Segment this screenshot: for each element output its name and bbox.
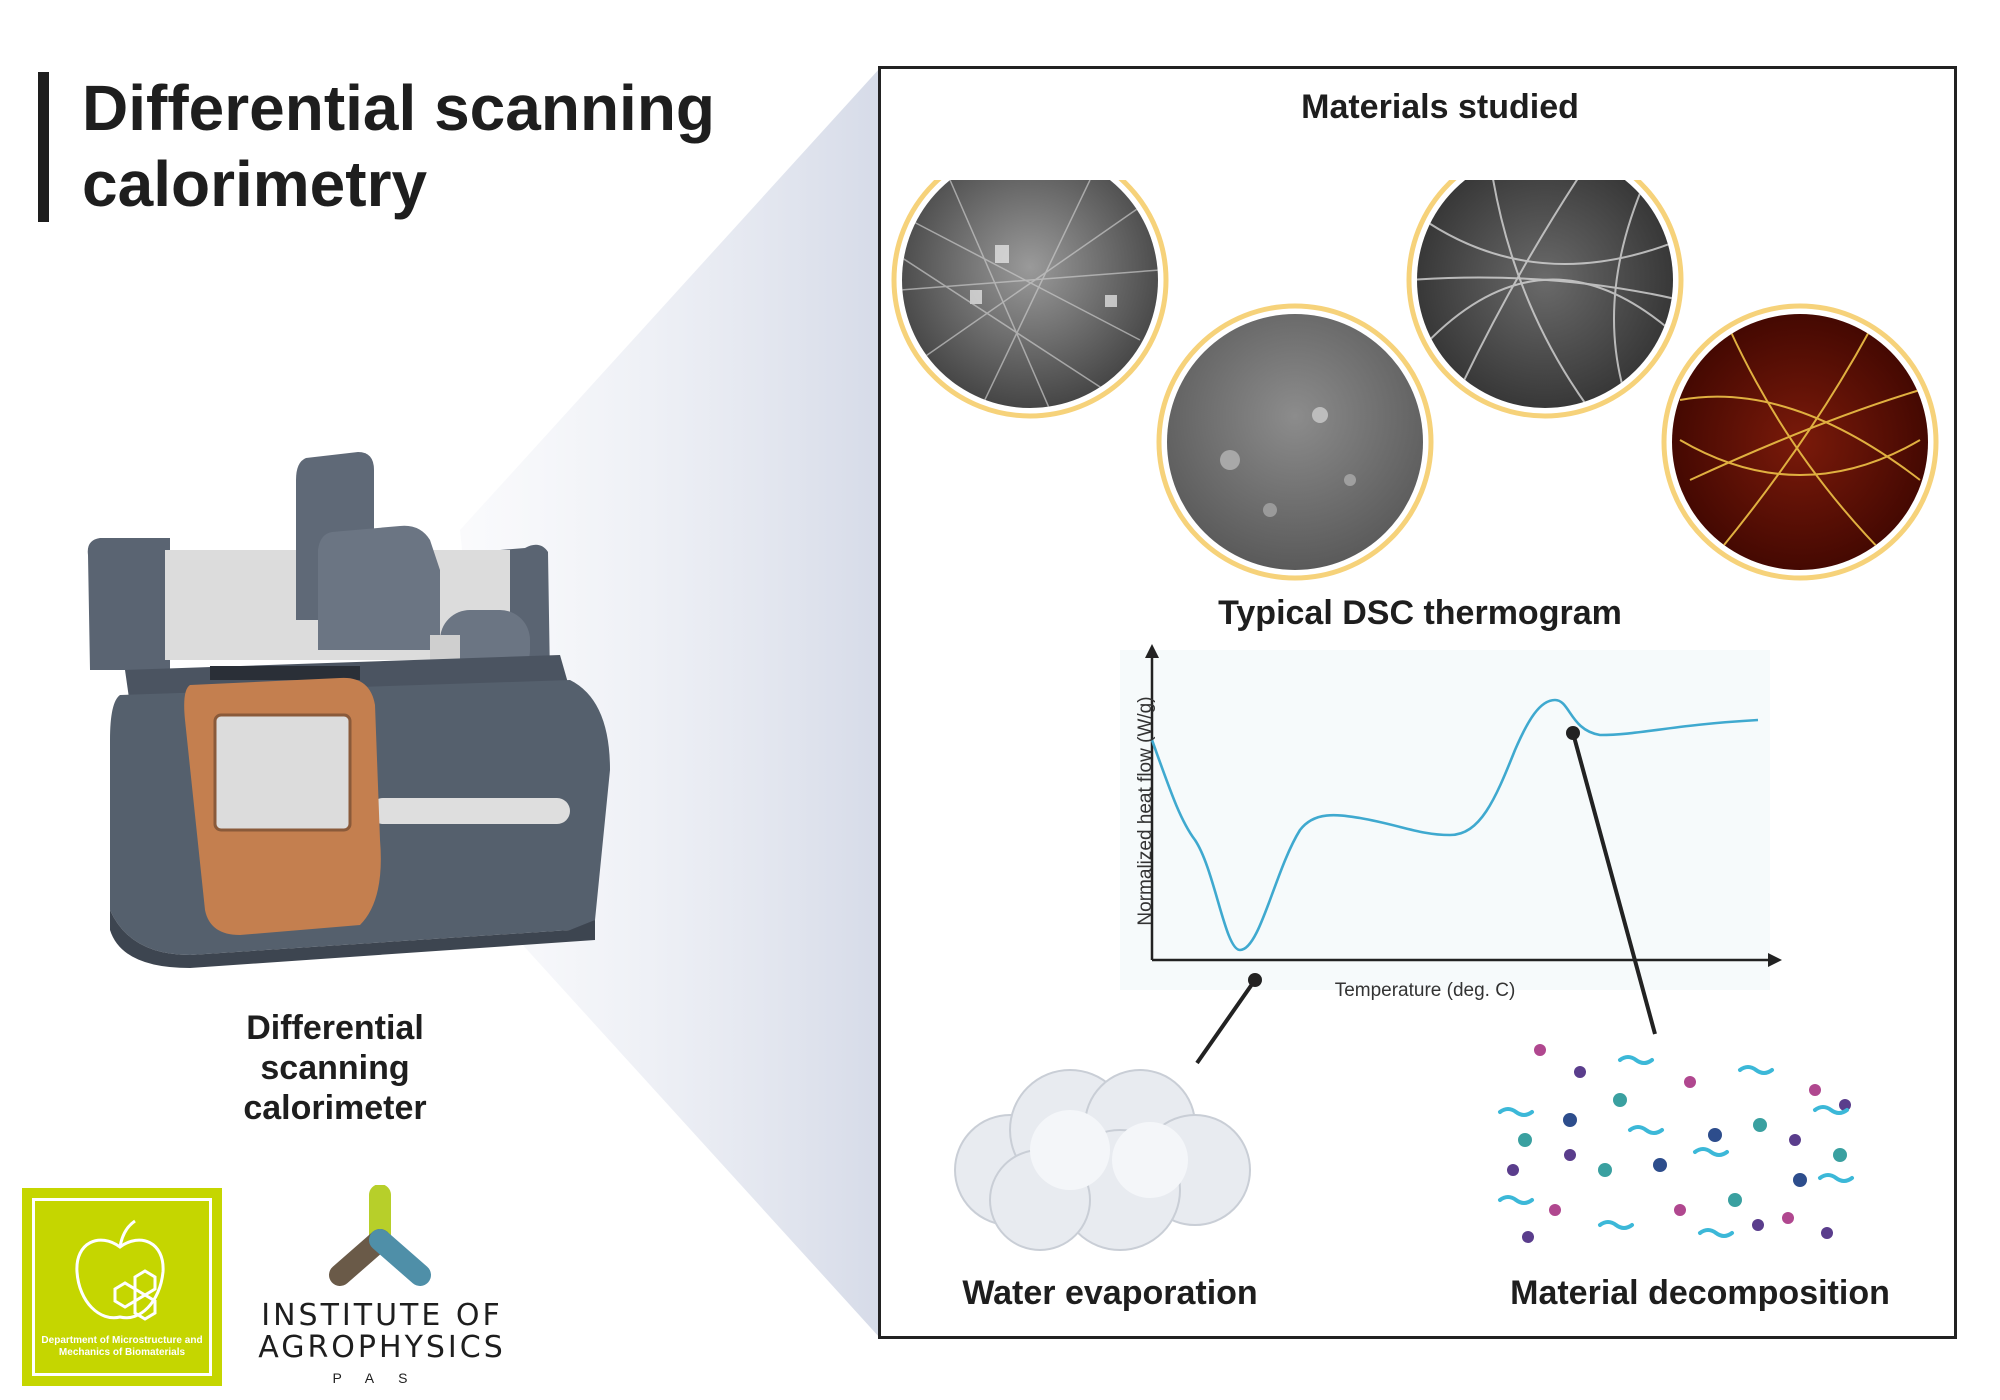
institute-sub: PAS (332, 1370, 432, 1386)
materials-heading: Materials studied (1301, 88, 1579, 126)
heat-flow-curve (1150, 698, 1759, 952)
apple-hexagon-icon (75, 1219, 165, 1321)
micrograph-2 (1156, 303, 1434, 581)
department-logo: Department of Microstructure and Mechani… (22, 1188, 222, 1386)
institute-name: INSTITUTE OF AGROPHYSICS (258, 1298, 506, 1365)
micrographs (891, 180, 1939, 581)
institute-logo-icon (329, 1185, 431, 1286)
thermogram-heading: Typical DSC thermogram (1218, 594, 1622, 632)
page-title: Differential scanning calorimetry (82, 72, 715, 220)
water-evaporation-label: Water evaporation (962, 1274, 1258, 1312)
dsc-instrument-illustration (87, 452, 610, 968)
instrument-caption: Differential scanning calorimeter (243, 1009, 427, 1127)
micrograph-3 (1406, 180, 1684, 419)
decomposition-particles (1498, 1044, 1854, 1243)
dsc-thermogram (1120, 644, 1782, 990)
material-decomposition-label: Material decomposition (1510, 1274, 1890, 1312)
x-axis-label: Temperature (deg. C) (1334, 980, 1516, 1001)
micrograph-4 (1661, 303, 1939, 581)
cloud-icon (954, 1069, 1251, 1251)
department-logo-text: Department of Microstructure and Mechani… (41, 1335, 203, 1358)
title-accent-bar (38, 72, 49, 222)
micrograph-1 (891, 180, 1169, 419)
